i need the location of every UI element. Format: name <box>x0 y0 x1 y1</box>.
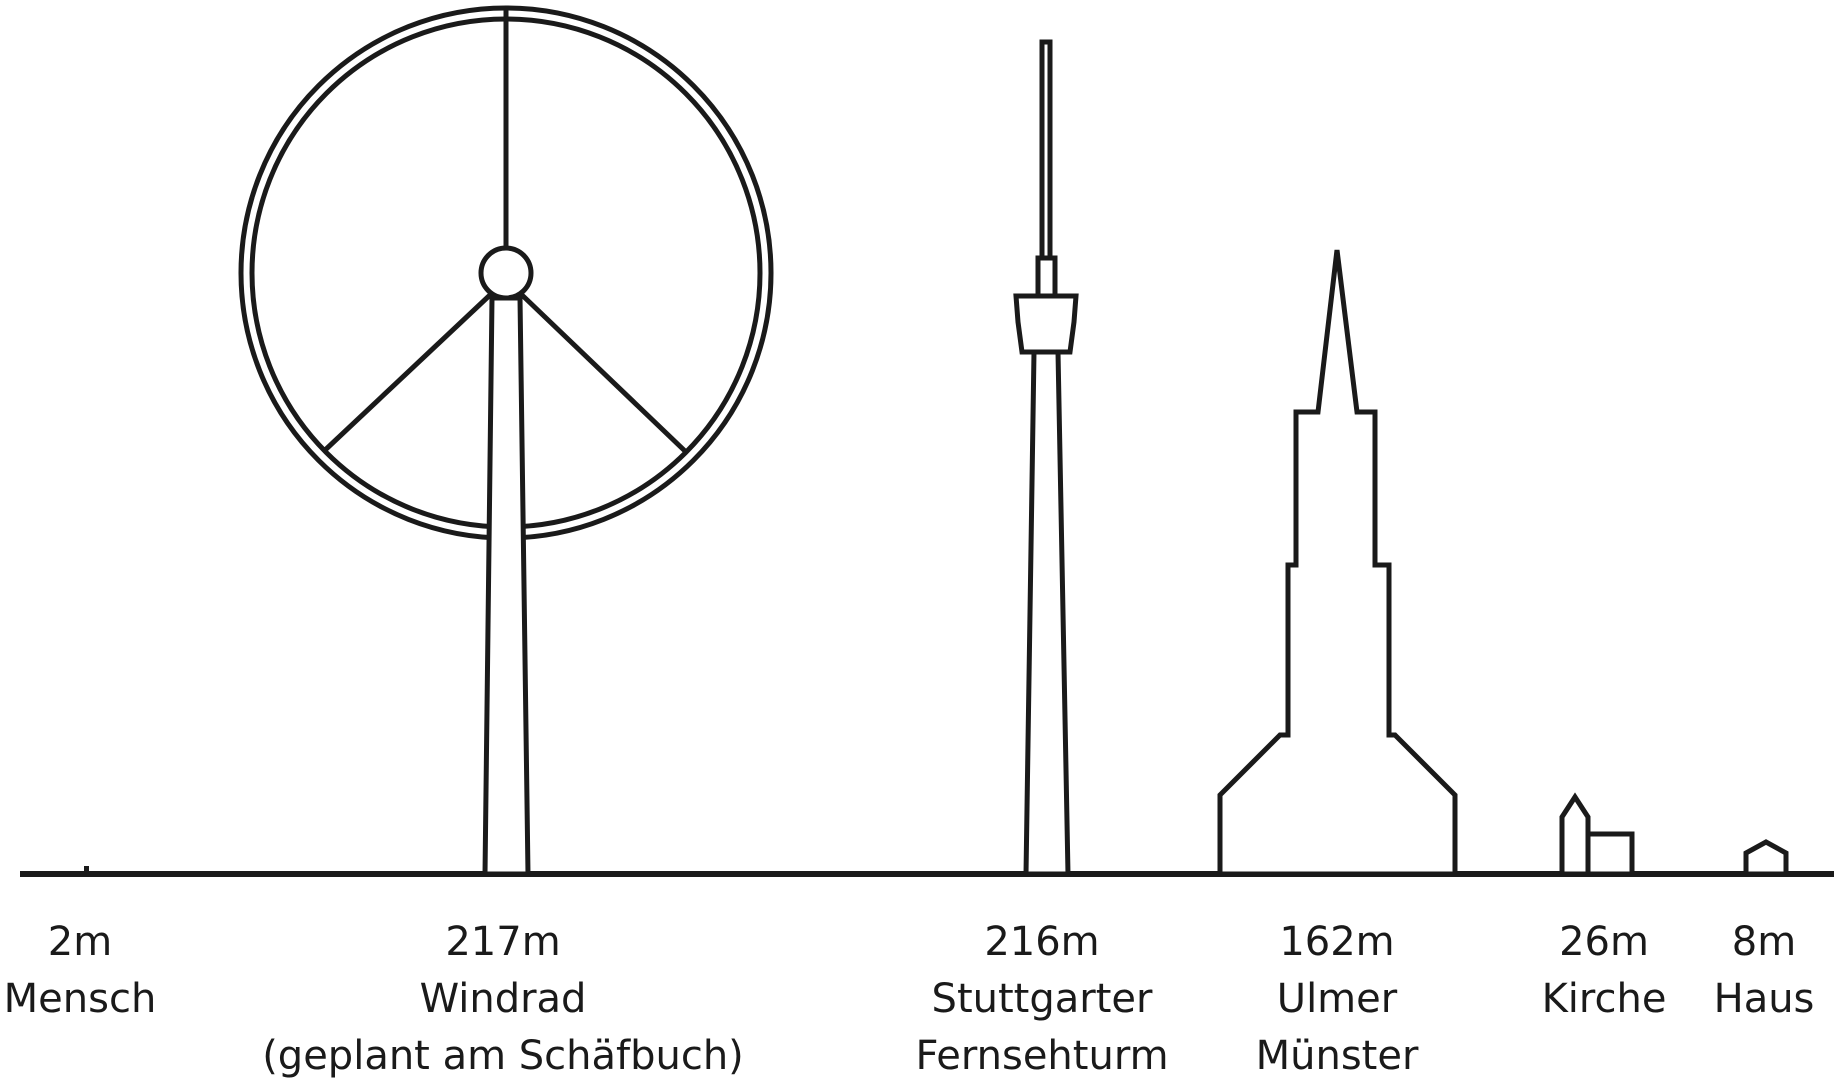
windrad-blade-right <box>522 295 686 452</box>
label-haus: 8m Haus <box>1714 914 1815 1028</box>
height-mensch: 2m <box>4 914 157 971</box>
fernsehturm-shaft <box>1026 352 1068 874</box>
name-muenster-line1: Ulmer <box>1256 971 1419 1028</box>
windrad-tower <box>485 298 528 874</box>
name-fernsehturm-line2: Fernsehturm <box>915 1028 1168 1085</box>
windrad-hub <box>481 248 531 298</box>
kirche-tower <box>1562 797 1588 874</box>
label-windrad: 217m Windrad (geplant am Schäfbuch) <box>262 914 744 1085</box>
fernsehturm-figure <box>1016 42 1076 874</box>
height-fernsehturm: 216m <box>915 914 1168 971</box>
name-haus: Haus <box>1714 971 1815 1028</box>
name-windrad: Windrad <box>262 971 744 1028</box>
height-muenster: 162m <box>1256 914 1419 971</box>
fernsehturm-antenna <box>1042 42 1050 258</box>
label-kirche: 26m Kirche <box>1542 914 1667 1028</box>
height-windrad: 217m <box>262 914 744 971</box>
muenster-figure <box>1220 250 1455 874</box>
fernsehturm-cabin <box>1016 296 1076 352</box>
name-kirche: Kirche <box>1542 971 1667 1028</box>
label-mensch: 2m Mensch <box>4 914 157 1028</box>
kirche-figure <box>1562 797 1632 874</box>
mensch-figure <box>84 866 89 874</box>
name-fernsehturm-line1: Stuttgarter <box>915 971 1168 1028</box>
fernsehturm-antenna-base <box>1038 258 1055 296</box>
kirche-nave <box>1588 834 1632 874</box>
name-muenster-line2: Münster <box>1256 1028 1419 1085</box>
label-muenster: 162m Ulmer Münster <box>1256 914 1419 1085</box>
windrad-figure <box>241 8 771 874</box>
windrad-blade-left <box>323 295 490 452</box>
height-kirche: 26m <box>1542 914 1667 971</box>
name-mensch: Mensch <box>4 971 157 1028</box>
height-haus: 8m <box>1714 914 1815 971</box>
haus-figure <box>1746 842 1786 874</box>
note-windrad: (geplant am Schäfbuch) <box>262 1028 744 1085</box>
label-fernsehturm: 216m Stuttgarter Fernsehturm <box>915 914 1168 1085</box>
